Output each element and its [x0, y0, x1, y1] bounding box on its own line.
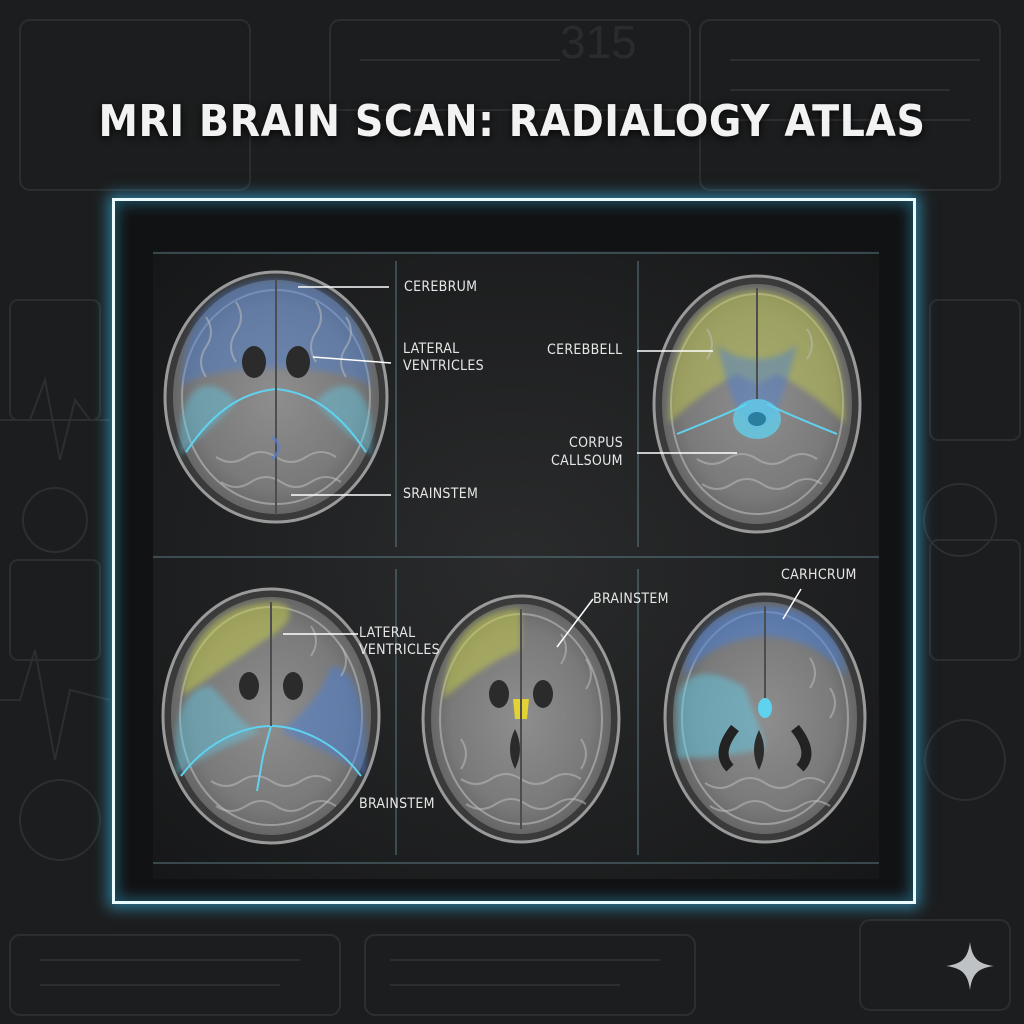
- mri-plate: [153, 252, 879, 864]
- atlas-frame: CEREBRUM LATERAL VENTRICLES SRAINSTEM CE…: [112, 198, 916, 904]
- mri-scan-bottom-right: [663, 592, 867, 844]
- label-cerebbell: CEREBBELL: [547, 342, 623, 358]
- mri-scan-bottom-left: [161, 587, 381, 845]
- label-cerebrum: CEREBRUM: [404, 279, 478, 295]
- mri-scan-top-right: [652, 274, 862, 534]
- label-corpus-line2: CALLSOUM: [551, 453, 623, 469]
- atlas-plate: CEREBRUM LATERAL VENTRICLES SRAINSTEM CE…: [153, 251, 879, 879]
- grid-lines: [153, 252, 879, 864]
- leader-lines: [283, 286, 802, 648]
- mri-scan-bottom-middle: [421, 594, 621, 844]
- ghost-number: 315: [560, 16, 637, 68]
- sparkle-star-icon: [946, 942, 994, 990]
- label-srainstem: SRAINSTEM: [403, 486, 479, 502]
- label-lateral-ventricles-bottom-line1: LATERAL: [359, 625, 416, 641]
- label-lateral-ventricles-line2: VENTRICLES: [403, 358, 484, 374]
- label-brainstem-bottom-left: BRAINSTEM: [359, 796, 435, 812]
- label-carhcrum: CARHCRUM: [781, 567, 857, 583]
- label-lateral-ventricles-bottom-line2: VENTRICLES: [359, 642, 440, 658]
- label-brainstem-bottom-middle: BRAINSTEM: [593, 591, 669, 607]
- page-title: MRI BRAIN SCAN: RADIALOGY ATLAS: [98, 96, 926, 147]
- label-lateral-ventricles-line1: LATERAL: [403, 341, 460, 357]
- label-corpus-line1: CORPUS: [569, 435, 624, 451]
- mri-scan-top-left: [163, 270, 389, 524]
